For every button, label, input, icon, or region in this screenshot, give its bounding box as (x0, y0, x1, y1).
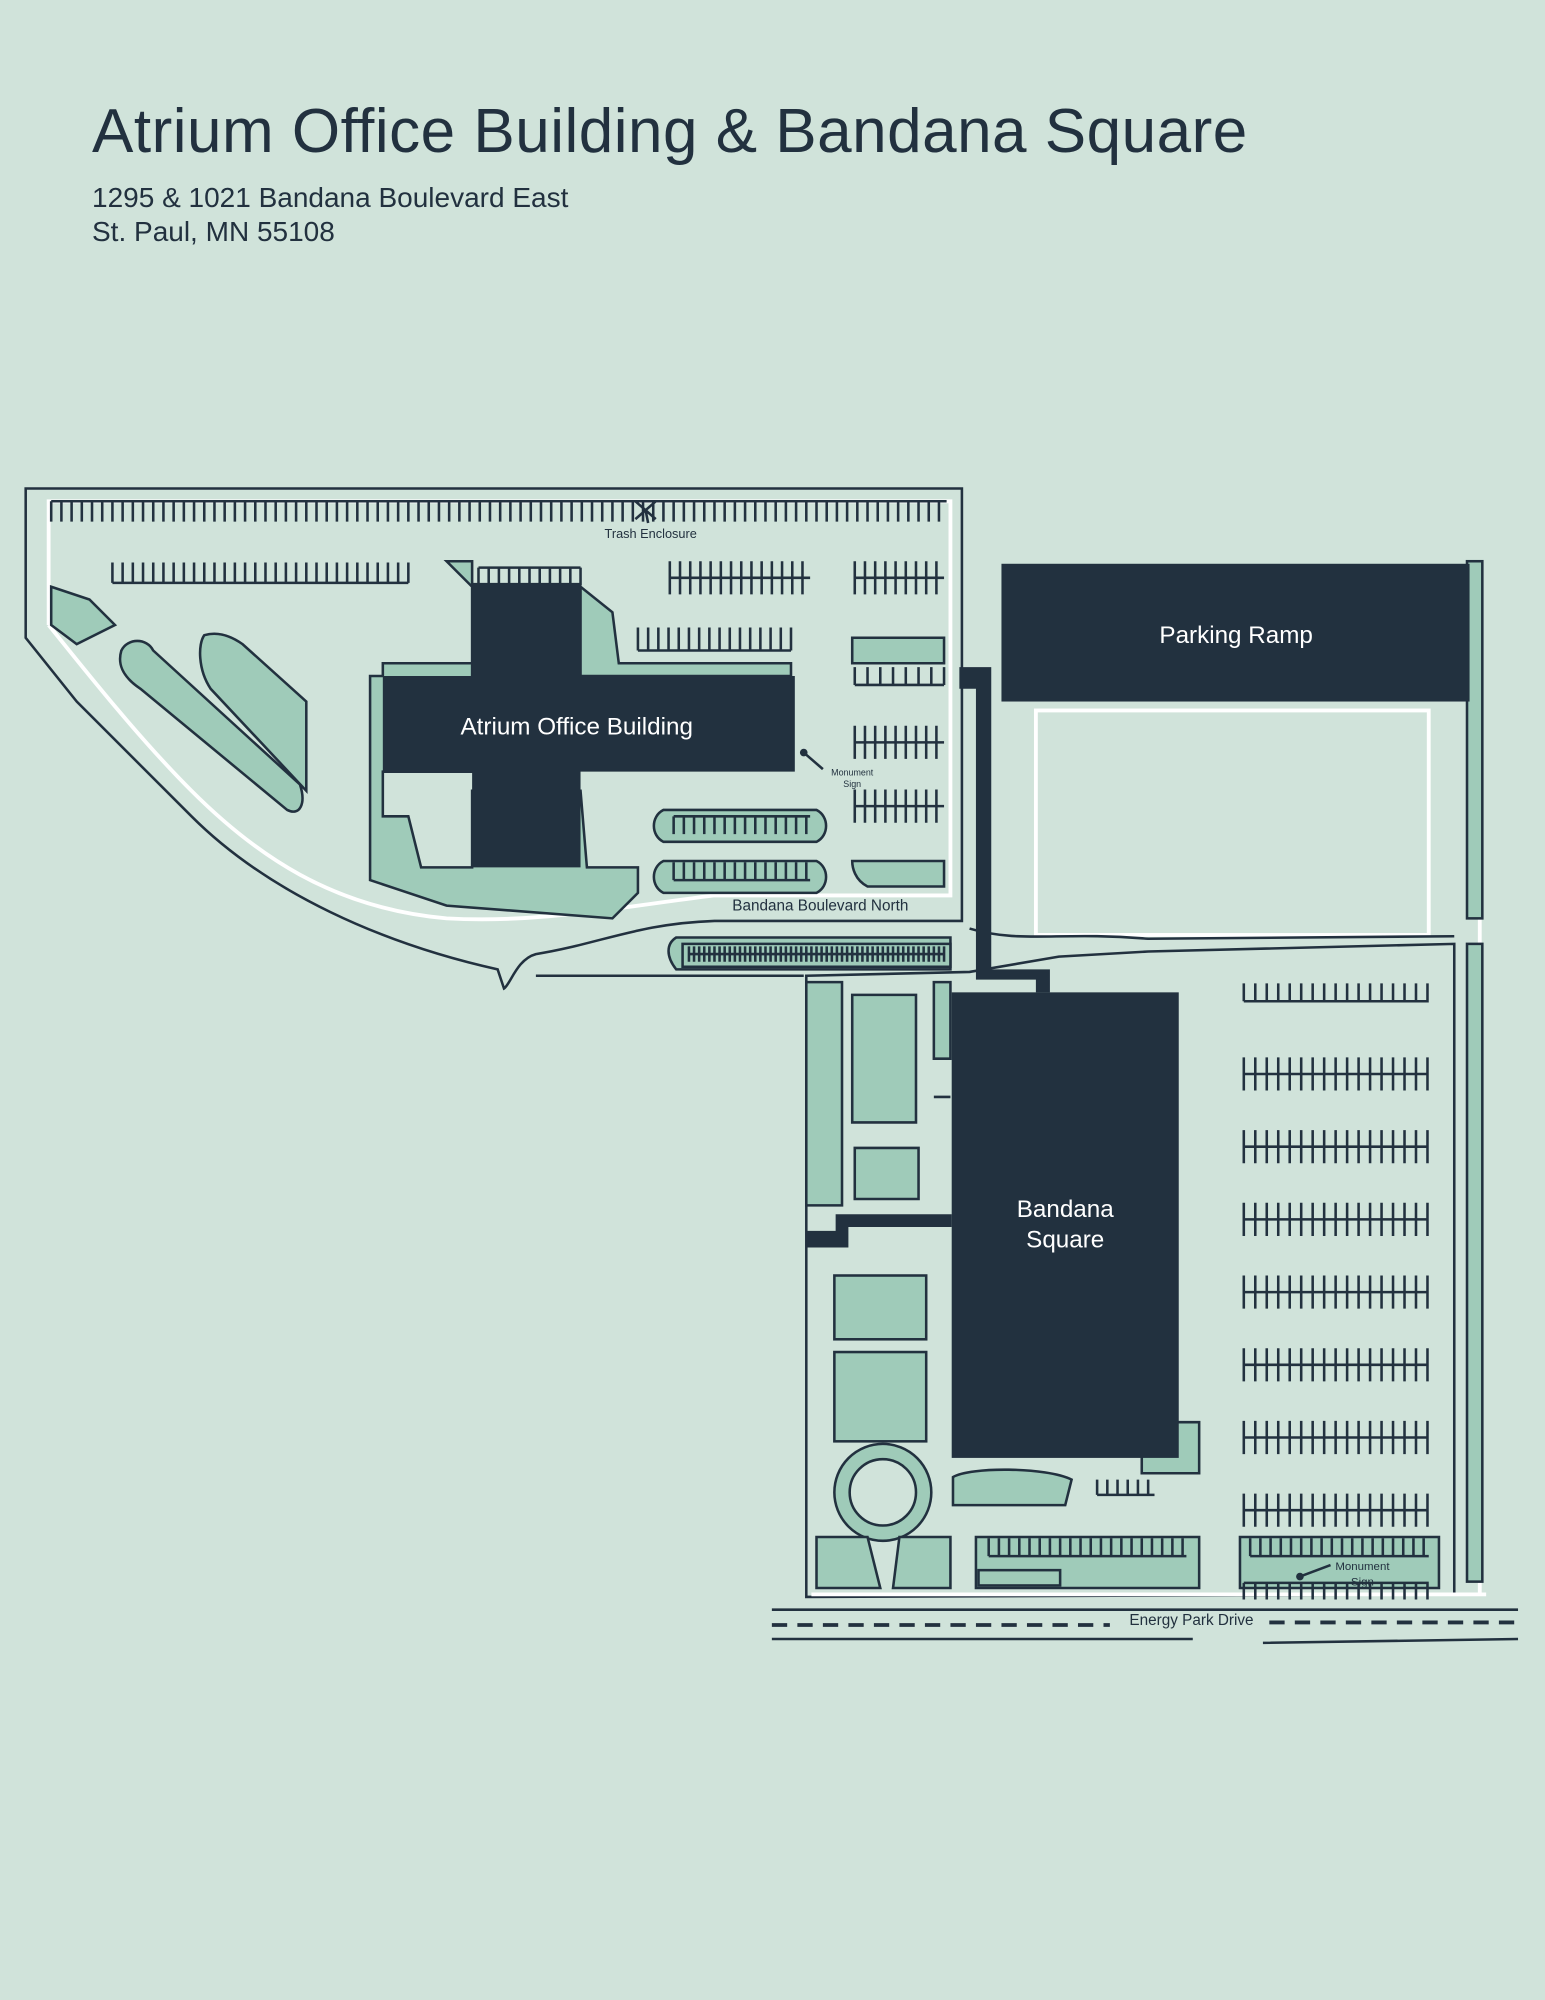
parking-row (672, 862, 811, 882)
parking-row (1242, 983, 1429, 1003)
energy-park-drive-label: Energy Park Drive (1129, 1612, 1253, 1629)
trash-enclosure-icon (634, 500, 657, 524)
bandana-square-label-1: Bandana (1017, 1196, 1115, 1223)
monument-sign-icon (802, 751, 824, 771)
parking-row (687, 946, 946, 962)
parking-row (1248, 1538, 1429, 1558)
monument-sign-label-1: Monument (831, 768, 874, 778)
parking-row (1242, 1057, 1429, 1091)
monument-sign-label-1b: Sign (843, 779, 861, 789)
parking-row (672, 815, 811, 835)
parking-row (1242, 1202, 1429, 1236)
parking-row (1242, 1420, 1429, 1455)
parking-row (111, 562, 410, 585)
bike-rack (977, 1568, 1062, 1587)
parking-row (853, 667, 946, 687)
parking-ramp (1001, 563, 1470, 702)
parking-row (1095, 1479, 1155, 1497)
atrium-property-line (46, 499, 953, 922)
address-line-1: 1295 & 1021 Bandana Boulevard East (92, 182, 569, 213)
parking-ramp-label: Parking Ramp (1159, 622, 1312, 649)
parking-row (636, 627, 793, 652)
parking-stalls (49, 500, 1429, 1600)
open-lot (1033, 708, 1431, 937)
page-title: Atrium Office Building & Bandana Square (92, 97, 1248, 166)
atrium-label: Atrium Office Building (460, 714, 692, 741)
skyway-connector (959, 667, 1050, 993)
address-line-2: St. Paul, MN 55108 (92, 216, 335, 247)
parking-row (853, 725, 945, 759)
parking-row (1242, 1348, 1429, 1382)
atrium-office-building (382, 582, 795, 868)
bandana-square-label-2: Square (1026, 1226, 1104, 1253)
parking-row (49, 500, 947, 522)
parking-row (1242, 1581, 1429, 1600)
monument-sign-label-2b: Sign (1351, 1576, 1374, 1588)
parking-row (853, 561, 945, 595)
bandana-square-building (951, 992, 1179, 1458)
parking-row (477, 566, 582, 586)
parking-row (1242, 1493, 1429, 1527)
bandana-blvd-label: Bandana Boulevard North (732, 898, 908, 915)
parking-row (987, 1538, 1187, 1558)
monument-sign-icon (1299, 1563, 1331, 1578)
roads (535, 927, 1519, 1645)
skyway-connector-west (806, 1214, 952, 1248)
parking-row (1242, 1130, 1429, 1164)
parking-row (1242, 1275, 1429, 1309)
trash-enclosure-label: Trash Enclosure (605, 526, 697, 541)
parking-row (853, 789, 945, 823)
monument-sign-label-2: Monument (1335, 1561, 1390, 1573)
parking-row (668, 561, 811, 595)
